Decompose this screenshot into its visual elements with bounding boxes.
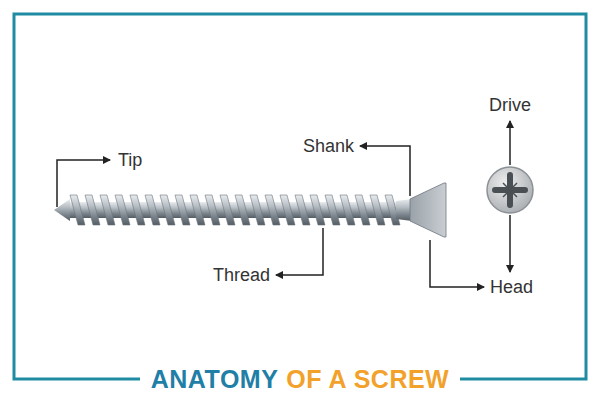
leader-line <box>360 146 410 196</box>
leader-line <box>430 240 484 287</box>
leader-line <box>57 160 110 207</box>
thread-ridge <box>115 195 130 225</box>
thread-ridge <box>205 195 220 225</box>
drive-pozi-marks <box>503 183 517 197</box>
part-label: Head <box>490 276 533 298</box>
thread-ridge <box>310 195 325 225</box>
part-label: Thread <box>213 264 270 286</box>
thread-ridge <box>220 195 235 225</box>
leader-line <box>276 228 323 275</box>
thread-ridge <box>100 195 115 225</box>
drive-head-view <box>487 167 533 213</box>
part-label: Drive <box>489 94 531 116</box>
leader-line <box>509 121 511 165</box>
thread-ridge <box>70 195 85 225</box>
thread-ridge <box>355 195 370 225</box>
thread-ridge <box>265 195 280 225</box>
title: ANATOMY <box>141 364 287 394</box>
title-bar: ANATOMYOF A SCREW <box>0 364 600 394</box>
thread-ridge <box>85 195 100 225</box>
thread-ridge <box>235 195 250 225</box>
thread-ridge <box>250 195 265 225</box>
frame <box>14 14 586 379</box>
title-part: OF A SCREW <box>286 364 459 394</box>
part-label: Tip <box>118 149 142 171</box>
thread-ridge <box>130 195 145 225</box>
thread-ridge <box>160 195 175 225</box>
drive-cross <box>495 175 525 205</box>
thread-ridge <box>175 195 190 225</box>
leader-line <box>509 215 511 272</box>
thread-ridge <box>295 195 310 225</box>
thread-ridge <box>370 195 385 225</box>
thread-ridge <box>325 195 340 225</box>
screw-head <box>410 183 446 237</box>
thread-ridge <box>340 195 355 225</box>
thread-ridge <box>190 195 205 225</box>
thread-ridge <box>280 195 295 225</box>
screw-threads <box>70 195 400 225</box>
thread-ridge <box>145 195 160 225</box>
part-label: Shank <box>303 135 354 157</box>
